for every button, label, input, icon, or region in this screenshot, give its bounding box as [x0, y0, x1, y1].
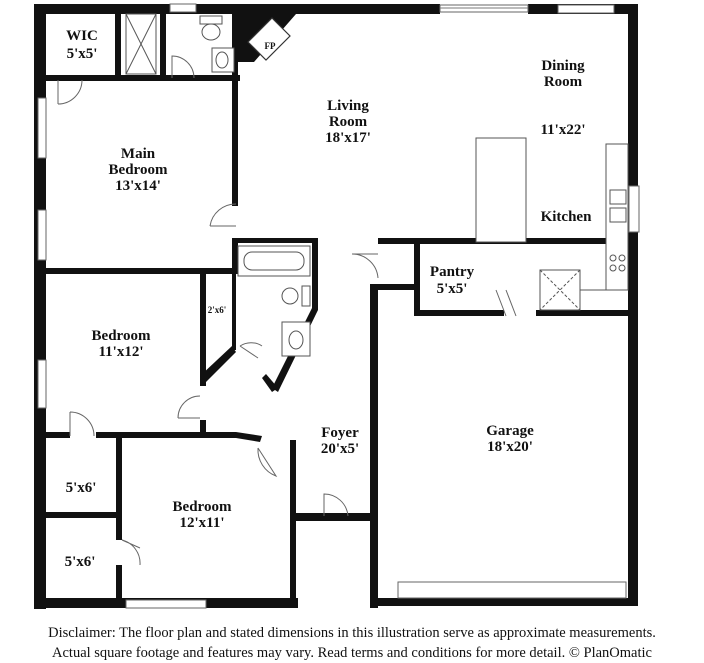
disclaimer-line-2: Actual square footage and features may v… — [52, 645, 652, 661]
bedroom-3-name: Bedroom — [173, 499, 232, 515]
foyer-name: Foyer — [321, 425, 359, 441]
main-bedroom-name-2: Bedroom — [109, 162, 168, 178]
dining-room-name-1: Dining — [541, 58, 585, 74]
living-room-name-1: Living — [327, 98, 369, 114]
dining-room-size: 11'x22' — [540, 122, 585, 138]
walls — [34, 4, 638, 609]
foyer-size: 20'x5' — [321, 441, 359, 457]
wic-name: WIC — [66, 28, 98, 44]
pantry-size: 5'x5' — [437, 281, 468, 297]
wic-size: 5'x5' — [67, 46, 98, 62]
bedroom-3-size: 12'x11' — [179, 515, 224, 531]
disclaimer: Disclaimer: The floor plan and stated di… — [0, 623, 704, 663]
garage-size: 18'x20' — [487, 439, 533, 455]
living-room-name-2: Room — [329, 114, 368, 130]
fixtures — [125, 13, 629, 357]
garage-name: Garage — [486, 423, 534, 439]
living-room-size: 18'x17' — [325, 130, 371, 146]
dining-room-name-2: Room — [544, 74, 583, 90]
fireplace-label: FP — [265, 41, 276, 51]
kitchen-name: Kitchen — [541, 209, 592, 225]
pantry-name: Pantry — [430, 264, 475, 280]
room-labels: WIC 5'x5' FP Living Room 18'x17' Dining … — [65, 28, 592, 570]
windows — [37, 3, 640, 609]
linen-size: 2'x6' — [208, 305, 227, 315]
bedroom-2-name: Bedroom — [92, 328, 151, 344]
main-bedroom-name-1: Main — [121, 146, 156, 162]
doors — [57, 55, 517, 566]
disclaimer-line-1: Disclaimer: The floor plan and stated di… — [48, 625, 656, 641]
bedroom-2-size: 11'x12' — [98, 344, 143, 360]
closet-a-size: 5'x6' — [66, 480, 97, 496]
closet-b-size: 5'x6' — [65, 554, 96, 570]
main-bedroom-size: 13'x14' — [115, 178, 161, 194]
